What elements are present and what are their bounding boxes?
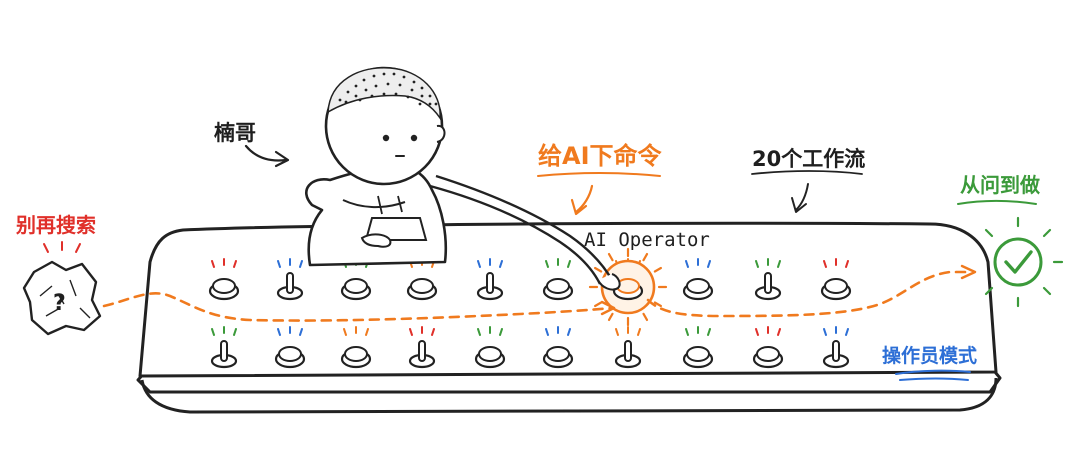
push-button[interactable]	[542, 258, 574, 301]
glow-rays-icon	[343, 326, 369, 336]
character-nange	[305, 66, 621, 291]
arrow-to-board-icon	[791, 183, 809, 213]
glow-rays-icon	[277, 258, 303, 268]
control-grid	[208, 247, 852, 369]
glow-rays-icon	[211, 258, 237, 268]
glow-rays-icon	[615, 326, 641, 336]
glow-rays-icon	[823, 258, 849, 268]
glow-rays-icon	[545, 326, 571, 336]
label-workflows: 20个工作流	[752, 147, 865, 171]
workflow-path	[102, 264, 977, 322]
arrow-to-person-icon	[244, 144, 290, 168]
label-command: 给AI下命令	[538, 142, 663, 170]
toggle-switch[interactable]	[276, 258, 304, 301]
crumpled-paper-question-icon: ?	[22, 241, 102, 336]
console-board	[136, 221, 1002, 414]
label-person: 楠哥	[214, 121, 256, 145]
label-from-ask-to-do: 从问到做	[960, 173, 1041, 197]
push-button[interactable]	[752, 326, 784, 369]
push-button[interactable]	[340, 326, 372, 369]
glow-rays-icon	[685, 258, 711, 268]
glow-rays-icon	[409, 326, 435, 336]
glow-rays-icon	[755, 258, 781, 268]
glow-rays-icon	[211, 326, 237, 336]
glow-rays-icon	[685, 326, 711, 336]
push-button[interactable]	[340, 258, 372, 301]
push-button[interactable]	[820, 258, 852, 301]
arrow-to-operator-icon	[570, 184, 594, 216]
question-mark: ?	[53, 291, 66, 316]
toggle-switch[interactable]	[754, 258, 782, 301]
toggle-switch[interactable]	[614, 326, 642, 369]
push-button[interactable]	[682, 258, 714, 301]
push-button[interactable]	[208, 258, 240, 301]
glow-rays-icon	[755, 326, 781, 336]
label-operator-mode: 操作员模式	[882, 344, 977, 367]
check-circle-icon	[984, 216, 1064, 308]
toggle-switch[interactable]	[408, 326, 436, 369]
toggle-switch[interactable]	[476, 258, 504, 301]
glow-rays-icon	[477, 326, 503, 336]
toggle-switch[interactable]	[210, 326, 238, 369]
push-button[interactable]	[474, 326, 506, 369]
push-button[interactable]	[274, 326, 306, 369]
glow-rays-icon	[823, 326, 849, 336]
label-ai-operator: AI Operator	[584, 229, 710, 251]
glow-rays-icon	[545, 258, 571, 268]
toggle-switch[interactable]	[822, 326, 850, 369]
push-button[interactable]	[682, 326, 714, 369]
label-stop-searching: 别再搜索	[15, 213, 96, 237]
push-button-active[interactable]	[588, 247, 668, 327]
push-button[interactable]	[542, 326, 574, 369]
glow-rays-icon	[277, 326, 303, 336]
glow-rays-icon	[477, 258, 503, 268]
